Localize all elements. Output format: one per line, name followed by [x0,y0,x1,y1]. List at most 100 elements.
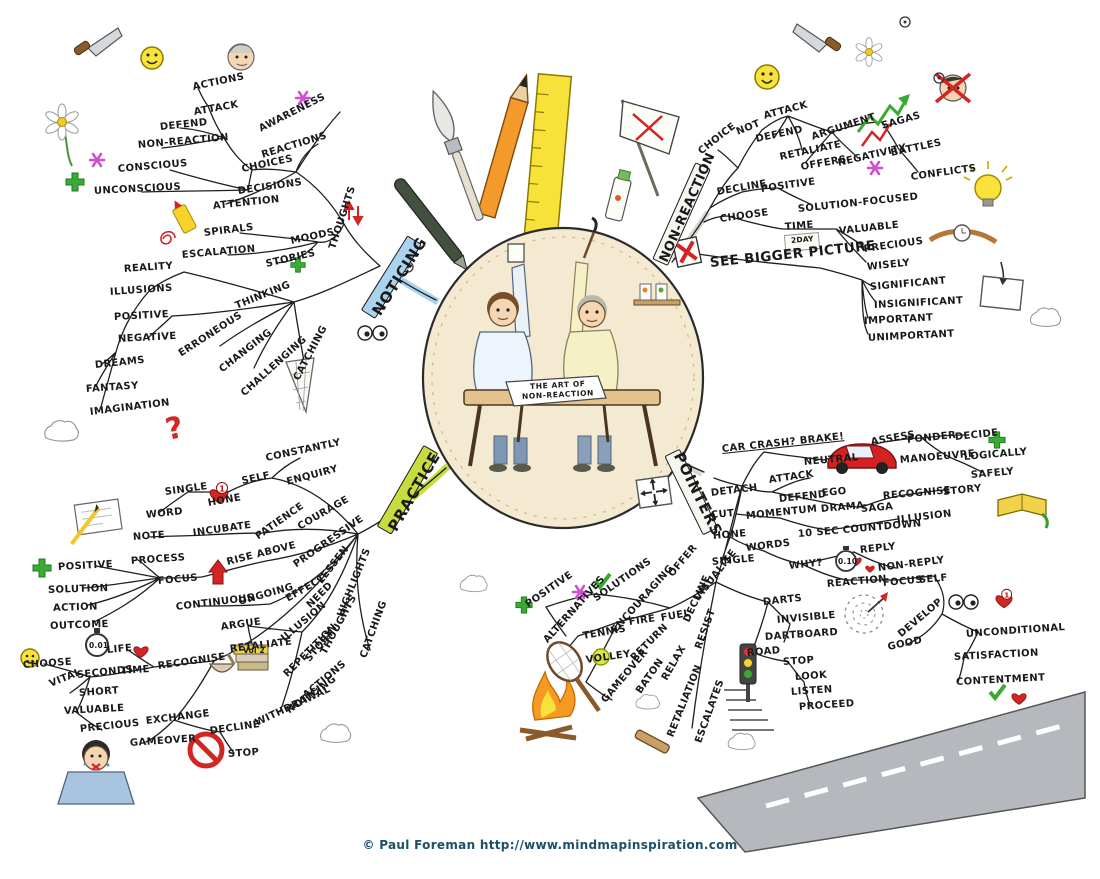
plus-icon [32,558,52,578]
pointers-cut: CUT [710,507,735,521]
box-arrow-icon [979,261,1024,311]
asterisk-icon [866,160,884,176]
shelf-icon [633,283,681,306]
person-right [563,216,619,472]
mortar-icon [208,653,236,673]
pointers-look: LOOK [794,669,828,683]
practice-solution: SOLUTION [47,582,109,596]
ruler-icon [523,73,573,245]
copyright-footer: © Paul Foreman http://www.mindmapinspira… [0,838,1100,852]
practice-vol2-label: Vol 2 [243,646,265,655]
sticky-note-icon [783,232,821,252]
practice-stopwatch-value: 0.01 [89,641,109,650]
paper-icon [505,375,607,407]
cloud-icon [635,694,660,710]
daisy-icon [855,37,883,67]
cloud-icon [459,574,488,593]
check-icon [593,572,612,591]
branch-lines-practice [43,457,447,754]
spiral-icon [160,230,176,245]
smiley-icon [20,648,40,668]
red-cross-box-icon [671,235,703,269]
smiley-icon [140,46,164,70]
practice-action: ACTION [52,601,99,614]
cloud-icon [44,420,79,442]
paint-tube-icon [604,169,632,222]
up-arrow-icon [208,559,228,585]
daisy-icon [45,103,79,167]
road-icon [696,691,1086,853]
asterisk-icon [571,584,589,600]
pen-icon [394,178,468,271]
pointers-stop: STOP [782,654,815,668]
fire-icon [519,669,577,742]
heart-icon [865,565,875,573]
open-book-icon [997,493,1049,529]
asterisk-icon [294,90,312,106]
knife-icon [792,23,842,53]
heart-icon: 1 [995,588,1013,609]
zigzag-red-icon [860,123,892,147]
cloud-icon [319,723,352,743]
cloud-icon [1029,307,1062,327]
pointers-ego: EGO [821,485,848,499]
tennis-ball-icon [592,648,610,666]
lightbulb-icon [963,161,1013,207]
practice-outcome: OUTCOME [49,618,110,632]
branch-lines-noticing [95,87,437,408]
plus-icon [515,596,533,614]
zigzag-arrow-icon [856,94,910,133]
smiley-icon [754,64,780,90]
plus-icon [290,257,306,273]
nr-time: TIME [784,219,815,233]
practice-life: LIFE [106,642,133,656]
question-mark-icon: ? [162,410,186,448]
arrows-box-icon [635,475,673,509]
plus-icon [65,172,85,192]
stopwatch-icon [835,546,857,572]
baton-icon [634,729,670,754]
mustard-tube-icon [172,200,197,234]
stopwatch-icon [85,628,109,657]
heart-icon: 1 [209,482,229,504]
plus-icon [988,431,1006,449]
traffic-light-icon [739,643,757,702]
pointers-stopwatch-value: 0.10 [838,557,858,566]
heart-icon [133,646,149,658]
note-paper-icon [70,498,123,546]
crying-boy-icon [57,740,135,805]
pencil-icon [476,72,529,219]
circle-dot-icon [899,16,911,28]
gray-face-icon [227,43,255,71]
practice-stop: STOP [227,746,260,760]
svg-text:1: 1 [1004,590,1009,599]
knife-icon [73,27,123,57]
books-icon [233,644,269,671]
prohibition-icon [187,731,225,769]
flag-icon [619,99,680,197]
person-left [473,243,533,472]
center-circle-hatch [431,236,695,520]
cloud-icon [727,732,756,751]
up-down-arrows-icon [343,199,364,227]
pointers-self: SELF [918,572,949,586]
practice-note: NOTE [132,529,166,543]
paintbrush-icon [432,89,484,221]
watch-icon [928,224,998,245]
car-icon [827,443,897,474]
heart-icon [1011,693,1027,705]
net-icon [285,357,315,415]
crossed-face-icon [934,72,972,104]
tennis-racket-icon [546,641,601,713]
eyes-icon [948,594,979,610]
asterisk-icon [88,152,106,168]
branch-lines-non-reaction [671,115,919,335]
eyes-icon [357,325,388,341]
dartboard-icon [844,592,888,634]
copyright-text: © Paul Foreman http://www.mindmapinspira… [362,838,738,852]
check-icon [988,683,1007,702]
steps-icon [724,689,774,731]
circle-dot-icon [933,72,945,84]
